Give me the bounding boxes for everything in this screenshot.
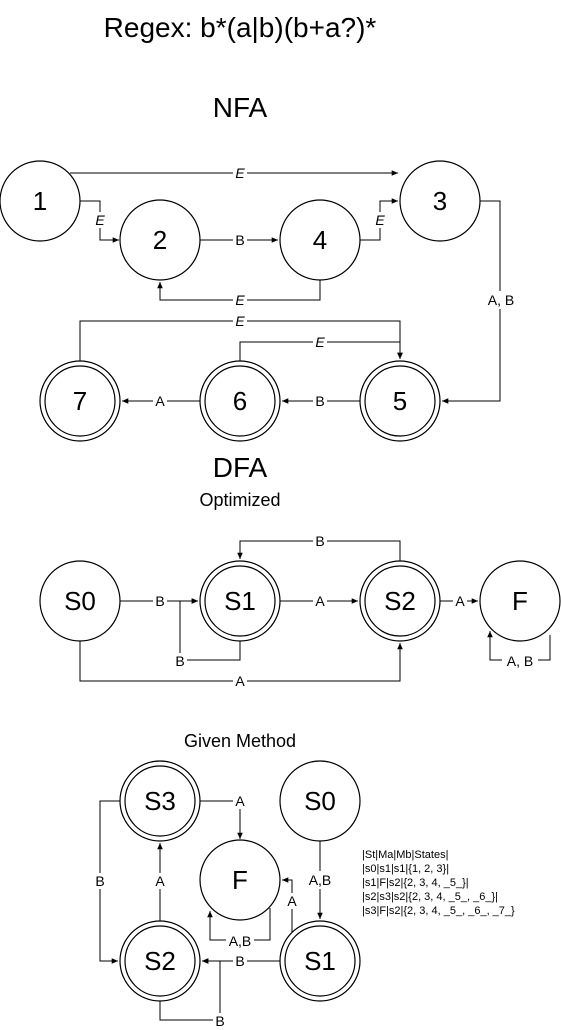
nfa-edge-4-2-label: E xyxy=(235,292,245,308)
table-row: |s2|s3|s2|{2, 3, 4, _5_, _6_}| xyxy=(362,891,498,903)
svg-text:3: 3 xyxy=(433,186,447,216)
given-state-s0: S0 xyxy=(279,760,361,842)
svg-text:7: 7 xyxy=(73,386,87,416)
dfa-state-f: F xyxy=(479,560,561,642)
nfa-state-2: 2 xyxy=(119,199,201,281)
nfa-edge-5-6-label: B xyxy=(315,393,324,409)
table-row: |St|Ma|Mb|States| xyxy=(362,849,448,861)
nfa-edge-1-3-label: E xyxy=(235,165,245,181)
given-edge-s1-f xyxy=(282,877,293,932)
table-row: |s1|F|s2|{2, 3, 4, _5_}| xyxy=(362,877,469,889)
dfa-subheading: Optimized xyxy=(199,490,280,510)
given-edge-f-self-label: A,B xyxy=(229,933,252,949)
given-edge-s2-s3-label: A xyxy=(155,873,165,889)
given-state-s1-accepting: S1 xyxy=(279,920,361,1002)
nfa-heading: NFA xyxy=(213,92,268,123)
svg-text:F: F xyxy=(232,865,248,895)
table-row: |s0|s1|s1|{1, 2, 3}| xyxy=(362,863,449,875)
nfa-state-3: 3 xyxy=(399,160,481,242)
dfa-state-s1-accepting: S1 xyxy=(199,560,281,642)
nfa-edge-7-5-label: E xyxy=(235,313,245,329)
transition-table: |St|Ma|Mb|States| |s0|s1|s1|{1, 2, 3}| |… xyxy=(362,849,515,917)
dfa-edge-s0-s2-label: A xyxy=(235,673,245,689)
given-heading: Given Method xyxy=(184,731,296,751)
dfa-state-s0: S0 xyxy=(39,560,121,642)
nfa-state-5-accepting: 5 xyxy=(359,360,441,442)
svg-text:6: 6 xyxy=(233,386,247,416)
dfa-edge-f-self-label: A, B xyxy=(507,653,533,669)
table-row: |s3|F|s2|{2, 3, 4, _5_, _6_, _7_} xyxy=(362,905,515,917)
svg-text:2: 2 xyxy=(153,225,167,255)
dfa-edge-s1-self-label: B xyxy=(175,653,184,669)
diagram-title: Regex: b*(a|b)(b+a?)* xyxy=(104,12,377,43)
nfa-edge-6-7-label: A xyxy=(155,393,165,409)
svg-text:S1: S1 xyxy=(304,946,336,976)
nfa-state-6-accepting: 6 xyxy=(199,360,281,442)
nfa-edges: E E B E E A, B B A E E xyxy=(70,165,519,409)
svg-text:S0: S0 xyxy=(304,786,336,816)
given-state-f: F xyxy=(199,839,281,921)
nfa-state-4: 4 xyxy=(279,199,361,281)
svg-text:S3: S3 xyxy=(144,786,176,816)
svg-text:5: 5 xyxy=(393,386,407,416)
given-edges: A A,B A B A B B A,B xyxy=(93,793,335,1029)
dfa-heading: DFA xyxy=(213,452,268,483)
nfa-state-1: 1 xyxy=(0,160,81,242)
given-edge-s1-s2-label: B xyxy=(235,953,244,969)
nfa-state-7-accepting: 7 xyxy=(39,360,121,442)
dfa-edge-s2-s1-label: B xyxy=(315,533,324,549)
dfa-edges: B B A B A A, B A xyxy=(79,533,551,689)
svg-text:S1: S1 xyxy=(224,586,256,616)
nfa-edge-3-5-label: A, B xyxy=(488,292,514,308)
dfa-state-s2-accepting: S2 xyxy=(359,560,441,642)
nfa-edge-4-3-label: E xyxy=(375,212,385,228)
nfa-edge-6-5-label: E xyxy=(315,334,325,350)
svg-text:F: F xyxy=(512,586,528,616)
nfa-edge-2-4-label: B xyxy=(235,232,244,248)
svg-text:4: 4 xyxy=(313,225,327,255)
given-edge-s3-s2-label: B xyxy=(95,873,104,889)
dfa-edge-s2-f-label: A xyxy=(455,593,465,609)
given-edge-s2-self-label: B xyxy=(215,1013,224,1029)
dfa-edge-s0-s1-label: B xyxy=(155,593,164,609)
given-edge-s3-f-label: A xyxy=(235,793,245,809)
given-state-s2-accepting: S2 xyxy=(119,920,201,1002)
svg-text:S2: S2 xyxy=(144,946,176,976)
given-edge-s0-s1-label: A,B xyxy=(309,872,332,888)
svg-text:S2: S2 xyxy=(384,586,416,616)
dfa-edge-s1-s2-label: A xyxy=(315,593,325,609)
given-state-s3-accepting: S3 xyxy=(119,760,201,842)
svg-text:1: 1 xyxy=(33,186,47,216)
nfa-edge-1-2-label: E xyxy=(95,212,105,228)
svg-text:S0: S0 xyxy=(64,586,96,616)
given-edge-s1-f-label: A xyxy=(287,893,297,909)
